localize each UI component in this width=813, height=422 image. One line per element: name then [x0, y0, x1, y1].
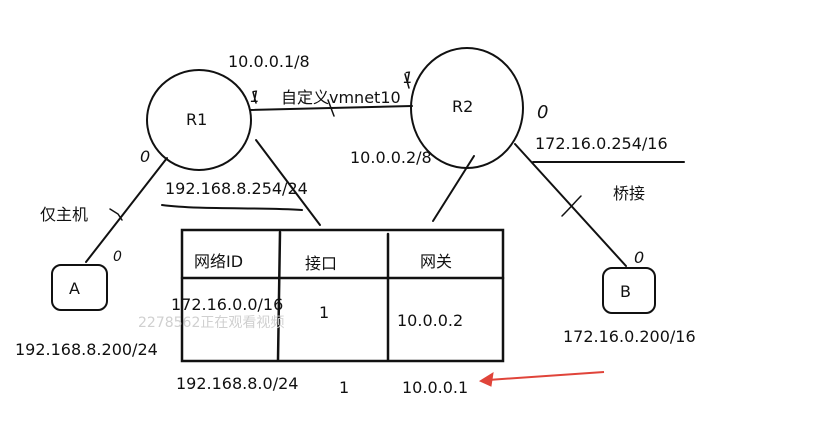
link-r1-a — [85, 157, 168, 263]
tick-r1-a — [109, 208, 123, 221]
host-a-label: A — [69, 279, 80, 298]
tick-r1-r2-c — [404, 73, 410, 89]
r1-a-ip-r1: 192.168.8.254/24 — [165, 179, 308, 198]
table-row-2-network: 192.168.8.0/24 — [176, 374, 299, 393]
watermark-text: 2278562正在观看视频 — [138, 315, 285, 331]
r1-r2-ip-r1: 10.0.0.1/8 — [228, 52, 310, 71]
r2-b-link-name: 桥接 — [613, 184, 646, 203]
r1-a-link-name: 仅主机 — [40, 205, 89, 224]
link-r2-b — [514, 143, 627, 267]
table-row-1-gateway: 10.0.0.2 — [397, 311, 464, 330]
r1-a-port-r1: 0 — [140, 147, 151, 166]
host-a-box — [51, 264, 108, 311]
tick-r1-r2-a — [252, 91, 257, 104]
tick-r2-b — [561, 195, 582, 217]
r1-a-ip-underline — [161, 204, 303, 211]
pointer-r2-table — [432, 155, 475, 222]
table-row-2-interface: 1 — [339, 378, 350, 397]
table-row-1-interface: 1 — [319, 303, 330, 322]
host-b-label: B — [620, 282, 631, 301]
routing-table-border — [180, 228, 505, 363]
r1-r2-ip-r2: 10.0.0.2/8 — [350, 148, 432, 167]
table-header-interface: 接口 — [305, 254, 338, 273]
r2-b-port-b: 0 — [634, 248, 645, 267]
r1-a-port-a: 0 — [113, 249, 122, 265]
table-row-1-network: 172.16.0.0/16 — [171, 295, 284, 314]
table-row-2-gateway: 10.0.0.1 — [402, 378, 469, 397]
tick-r1-r2-b — [327, 99, 335, 117]
table-header-gateway: 网关 — [420, 252, 453, 271]
router-r2-label: R2 — [452, 97, 474, 116]
router-r1-circle — [146, 69, 252, 171]
red-arrow-line — [487, 371, 605, 381]
host-a-ip: 192.168.8.200/24 — [15, 340, 158, 359]
r2-b-port-r2: 0 — [537, 102, 549, 123]
router-r1-label: R1 — [186, 110, 208, 129]
pointer-r1-table — [255, 139, 321, 226]
r1-r2-link-name: 自定义vmnet10 — [281, 88, 401, 107]
red-arrow-head — [478, 372, 494, 387]
r2-b-ip-r2: 172.16.0.254/16 — [535, 134, 668, 153]
host-b-box — [602, 267, 656, 314]
host-b-ip: 172.16.0.200/16 — [563, 327, 696, 346]
routing-table-col-divider-1 — [276, 230, 282, 362]
table-header-network-id: 网络ID — [194, 252, 244, 271]
r1-r2-port-r1: 1 — [250, 87, 261, 106]
r1-r2-port-r2: 1 — [403, 68, 414, 87]
